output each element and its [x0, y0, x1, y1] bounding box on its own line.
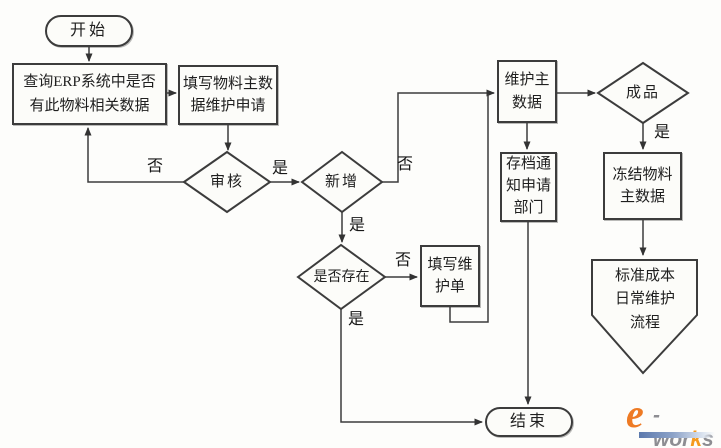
node-archive-notify: 存档通 知申请 部门: [500, 152, 557, 222]
edge-fill-order-to-maintain: [449, 94, 489, 323]
decision-is-new-shape: [300, 150, 384, 214]
node-maintain-master-line2: 数据: [511, 94, 542, 111]
node-fill-order-line1: 填写维: [427, 256, 473, 273]
decision-exists-shape: [296, 243, 387, 311]
eworks-logo-k: k: [690, 428, 703, 448]
node-fill-request: 填写物料主数 据维护申请: [178, 65, 278, 125]
eworks-logo-s: s: [702, 428, 714, 448]
node-query-erp: 查询ERP系统中是否 有此物料相关数据: [12, 63, 167, 125]
node-end: 结束: [485, 407, 573, 437]
node-archive-notify-line1: 存档通: [505, 156, 551, 173]
node-freeze-master: 冻结物料 主数据: [603, 152, 682, 220]
edge-label-finished-yes: 是: [654, 124, 671, 141]
eworks-logo-underline-bar: [639, 432, 715, 438]
edge-label-is-new-yes: 是: [349, 217, 366, 234]
decision-finished-goods-shape: [596, 61, 690, 125]
node-archive-notify-line2: 知申请: [505, 178, 551, 195]
edge-label-review-yes: 是: [272, 160, 289, 177]
node-fill-request-line2: 据维护申请: [190, 98, 266, 114]
node-start: 开始: [45, 15, 133, 47]
node-start-label: 开始: [69, 22, 108, 39]
edge-label-is-new-no: 否: [397, 156, 414, 173]
edge-label-exists-no: 否: [395, 252, 412, 269]
eworks-logo-e-swoosh-icon: e: [626, 391, 644, 436]
eworks-logo: e -works: [626, 391, 720, 448]
edge-label-review-no: 否: [147, 158, 164, 175]
node-query-erp-line2: 有此物料相关数据: [29, 98, 150, 114]
eworks-logo-wor: -wor: [653, 404, 691, 448]
node-freeze-master-line1: 冻结物料: [612, 166, 673, 183]
node-freeze-master-line2: 主数据: [619, 189, 665, 205]
node-maintain-master-line1: 维护主: [504, 72, 550, 88]
decision-review-shape: [182, 150, 272, 214]
edge-is-new-no-to-maintain: [382, 89, 495, 183]
node-fill-order-line2: 护单: [434, 279, 465, 295]
offpage-std-cost-shape: [591, 259, 698, 375]
node-fill-request-line1: 填写物料主数: [182, 75, 273, 92]
eworks-logo-wordmark: -works: [653, 404, 720, 448]
edge-exists-yes-to-end: [340, 309, 483, 426]
node-fill-order: 填写维 护单: [420, 245, 480, 307]
edge-label-exists-yes: 是: [348, 311, 365, 328]
node-query-erp-line1: 查询ERP系统中是否: [23, 74, 156, 90]
node-maintain-master: 维护主 数据: [497, 60, 557, 123]
node-archive-notify-line3: 部门: [513, 199, 544, 216]
node-end-label: 结束: [509, 413, 548, 430]
edge-review-no-to-query: [84, 127, 184, 183]
